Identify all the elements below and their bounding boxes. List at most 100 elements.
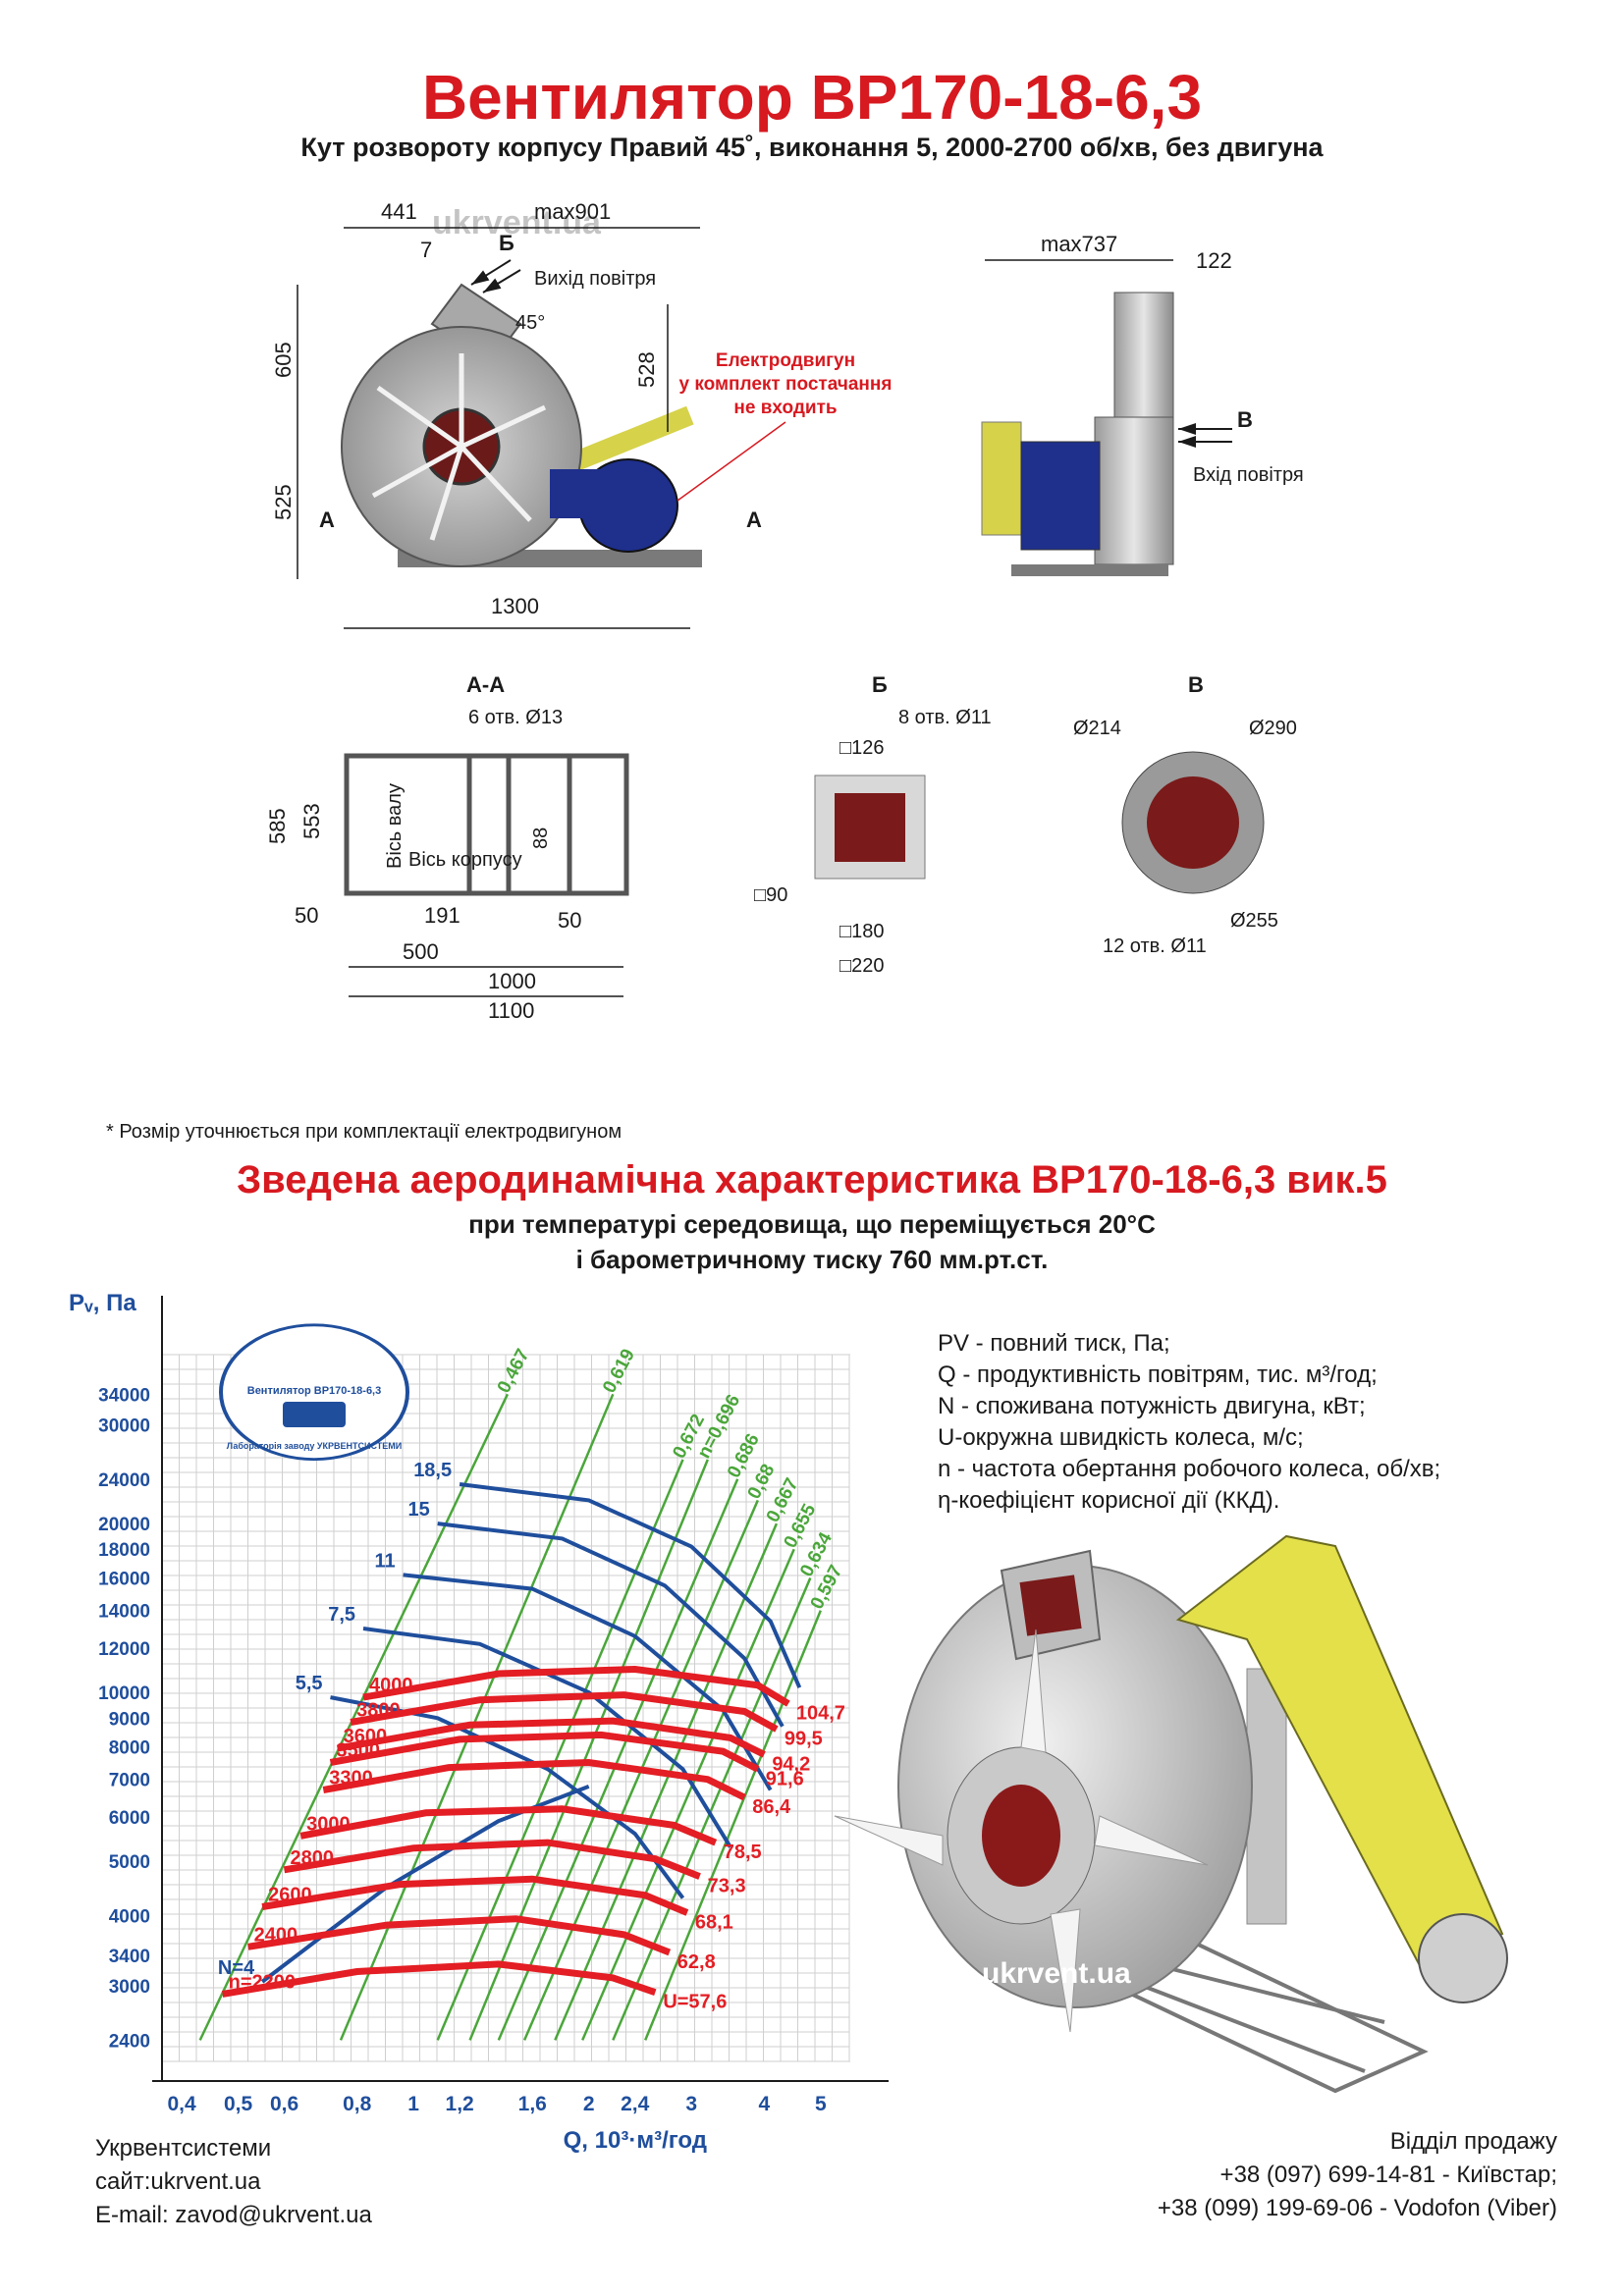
- fan-3d-illustration: ukrvent.ua: [834, 1534, 1508, 2094]
- power-label: 15: [407, 1499, 429, 1521]
- speed-curve: [299, 1805, 718, 1846]
- legend-item: η-коефіцієнт корисної дії (ККД).: [938, 1487, 1280, 1514]
- power-label: 11: [374, 1550, 395, 1572]
- y-tick-label: 3400: [109, 1947, 150, 1967]
- motor-note-2: у комплект постачання: [679, 374, 893, 395]
- dim-50-left: 50: [295, 903, 318, 928]
- speed-u-label: 78,5: [724, 1842, 762, 1863]
- x-tick-label: 2: [583, 2093, 595, 2115]
- dim-45: 45°: [515, 312, 545, 334]
- dim-7: 7: [420, 238, 432, 262]
- legend-item: U-окружна швидкість колеса, м/с;: [938, 1424, 1304, 1451]
- speed-u-label: 94,2: [772, 1753, 810, 1775]
- x-tick-label: 4: [758, 2093, 770, 2115]
- dim-d214: Ø214: [1073, 718, 1121, 739]
- speed-n-label: 3300: [329, 1768, 373, 1789]
- speed-n-label: 2600: [268, 1884, 312, 1905]
- efficiency-line: [497, 1478, 739, 2041]
- sales-phone-1[interactable]: +38 (097) 699-14-81 - Київстар;: [1219, 2162, 1557, 2188]
- efficiency-line: [339, 1393, 615, 2041]
- speed-curve: [222, 1960, 657, 1998]
- label-a-left: А: [319, 507, 335, 532]
- dim-220: □220: [839, 955, 884, 977]
- section-aa: А-А 6 отв. Ø13 585 553 Вісь валу Вісь ко…: [265, 672, 629, 1023]
- company-name: Укрвентсистеми: [95, 2135, 272, 2162]
- characteristic-line1: при температурі середовища, що переміщує…: [468, 1209, 1156, 1239]
- dim-126: □126: [839, 737, 884, 759]
- speed-curve: [247, 1915, 672, 1956]
- section-aa-holes: 6 отв. Ø13: [468, 707, 563, 728]
- x-tick-label: 1,6: [518, 2093, 547, 2115]
- dim-88: 88: [530, 828, 552, 849]
- speed-curve: [350, 1691, 779, 1733]
- y-tick-label: 16000: [98, 1569, 150, 1589]
- speed-curve: [362, 1665, 790, 1707]
- y-tick-label: 8000: [109, 1738, 150, 1759]
- dim-191: 191: [424, 903, 460, 928]
- power-label: 5,5: [296, 1673, 323, 1694]
- speed-curve: [336, 1717, 766, 1758]
- speed-u-label: 62,8: [677, 1951, 716, 1973]
- speed-n-label: 3600: [344, 1726, 388, 1747]
- y-tick-label: 12000: [98, 1639, 150, 1660]
- y-tick-label: 24000: [98, 1470, 150, 1491]
- side-view: max737 122 В Вхід повітря: [981, 232, 1304, 576]
- speed-n-label: 2800: [291, 1847, 335, 1869]
- sales-phone-2[interactable]: +38 (099) 199-69-06 - Vodofon (Viber): [1157, 2195, 1557, 2221]
- legend-item: n - частота обертання робочого колеса, о…: [938, 1456, 1441, 1482]
- x-tick-label: 1: [407, 2093, 419, 2115]
- lab-logo: Вентилятор ВР170-18-6,3 Лабораторія заво…: [219, 1323, 409, 1462]
- speed-n-label: 3000: [306, 1813, 351, 1835]
- power-curve: [437, 1522, 785, 1728]
- power-label: 7,5: [328, 1604, 355, 1626]
- y-tick-label: 14000: [98, 1602, 150, 1623]
- y-tick-label: 10000: [98, 1683, 150, 1704]
- dim-d290: Ø290: [1249, 718, 1297, 739]
- motor-note-1: Електродвигун: [716, 350, 855, 371]
- speed-u-label: 73,3: [708, 1876, 746, 1897]
- y-tick-label: 34000: [98, 1385, 150, 1406]
- axis-body: Вісь корпусу: [408, 849, 522, 871]
- company-email[interactable]: E-mail: zavod@ukrvent.ua: [95, 2202, 372, 2228]
- efficiency-line: [436, 1459, 684, 2041]
- speed-curve: [283, 1839, 701, 1880]
- photo-watermark: ukrvent.ua: [982, 1957, 1131, 1990]
- chart-ylabel: Pᵥ, Па: [69, 1290, 136, 1316]
- page-subtitle: Кут розвороту корпусу Правий 45˚, викона…: [300, 133, 1324, 162]
- section-aa-title: А-А: [466, 672, 505, 697]
- speed-n-label: 3800: [356, 1699, 401, 1721]
- legend-item: Q - продуктивність повітрям, тис. м³/год…: [938, 1362, 1378, 1388]
- speed-u-label: 99,5: [785, 1729, 823, 1750]
- dim-528: 528: [634, 351, 659, 388]
- x-tick-label: 1,2: [446, 2093, 474, 2115]
- efficiency-line: [581, 1548, 795, 2041]
- speed-n-label: n=2200: [229, 1971, 296, 1993]
- dim-525: 525: [271, 484, 296, 520]
- legend-item: N - споживана потужність двигуна, кВт;: [938, 1393, 1366, 1419]
- y-tick-label: 30000: [98, 1415, 150, 1436]
- dim-585: 585: [265, 808, 290, 844]
- efficiency-line: [468, 1459, 709, 2041]
- dim-553: 553: [299, 803, 324, 839]
- section-b: Б 8 отв. Ø11 □126 □90 □180 □220: [754, 672, 992, 977]
- dim-d255: Ø255: [1230, 910, 1278, 932]
- section-b-holes: 8 отв. Ø11: [898, 707, 992, 728]
- logo-text-bottom: Лабораторія заводу УКРВЕНТСИСТЕМИ: [227, 1441, 402, 1451]
- dim-90: □90: [754, 884, 787, 906]
- label-v-side: В: [1237, 407, 1253, 432]
- speed-n-label: 4000: [369, 1675, 413, 1696]
- speed-curve: [322, 1758, 746, 1801]
- label-b-front: Б: [499, 231, 514, 255]
- speed-n-label: 2400: [254, 1924, 298, 1946]
- axis-shaft: Вісь валу: [384, 783, 406, 869]
- power-curve: [362, 1627, 732, 1848]
- y-tick-label: 6000: [109, 1808, 150, 1829]
- y-tick-label: 4000: [109, 1907, 150, 1928]
- y-tick-label: 3000: [109, 1977, 150, 1998]
- company-site[interactable]: сайт:ukrvent.ua: [95, 2168, 261, 2195]
- section-v-title: В: [1188, 672, 1204, 697]
- footnote: * Розмір уточнюється при комплектації ел…: [106, 1121, 623, 1143]
- efficiency-line: [198, 1393, 510, 2041]
- power-label: 18,5: [413, 1460, 452, 1481]
- chart-xlabel: Q, 10³·м³/год: [564, 2127, 707, 2154]
